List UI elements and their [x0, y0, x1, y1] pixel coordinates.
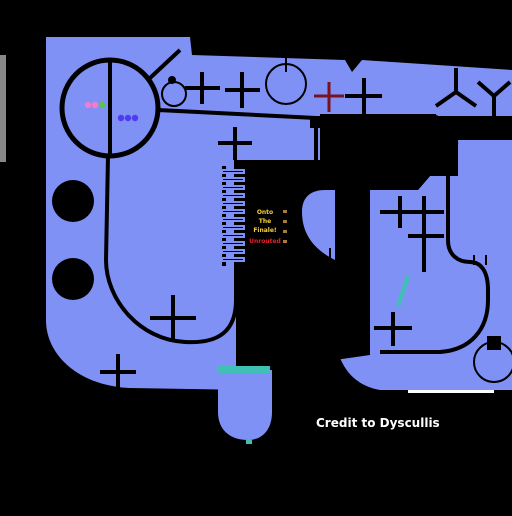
- tooth: [425, 115, 431, 121]
- wall-ramp: [244, 140, 458, 360]
- tooth: [337, 115, 343, 121]
- tooth: [433, 115, 439, 121]
- red-cross: [314, 82, 344, 112]
- tooth: [385, 115, 391, 121]
- floor-bowl: [218, 368, 272, 440]
- wall-top-bar: [157, 108, 317, 120]
- ladder-rung: [221, 209, 245, 214]
- hole-left-1: [52, 180, 94, 222]
- tooth: [401, 115, 407, 121]
- ladder-rung: [221, 257, 245, 262]
- track-curve: [103, 155, 238, 345]
- marble: [124, 114, 132, 122]
- side-bar: [0, 55, 6, 162]
- right-pegs: [329, 248, 487, 265]
- small-dot: [168, 76, 176, 84]
- spawn-ring: [59, 57, 161, 159]
- wall-top-slit: [310, 116, 512, 128]
- tooth: [409, 115, 415, 121]
- tooth: [377, 115, 383, 121]
- hole-left-2: [52, 258, 94, 300]
- marble: [98, 101, 106, 109]
- spinner-1: [434, 68, 478, 108]
- ladder-rung: [221, 169, 245, 174]
- tooth: [417, 115, 423, 121]
- marbles: [84, 101, 139, 122]
- finish-line: [408, 390, 494, 393]
- wall-diagonal: [148, 48, 182, 80]
- title-line-2: The: [258, 218, 272, 225]
- teal-spout: [246, 440, 252, 444]
- marble: [131, 114, 139, 122]
- level-title: Onto The Finale! Unrouted: [245, 208, 285, 246]
- ladder: [222, 166, 244, 266]
- marble: [91, 101, 99, 109]
- credit-text: Credit to Dyscullis: [316, 416, 440, 430]
- teeth-row: [320, 114, 439, 121]
- tooth: [353, 115, 359, 121]
- wall-ramp-edge: [243, 140, 459, 194]
- tooth: [329, 115, 335, 121]
- tooth: [345, 115, 351, 121]
- tooth: [361, 115, 367, 121]
- status-label: Unrouted: [249, 238, 281, 245]
- teal-bar: [396, 275, 410, 307]
- ladder-rung: [221, 225, 245, 230]
- title-line-1: Onto: [256, 209, 274, 216]
- spinner-2: [476, 80, 512, 120]
- marble: [84, 101, 92, 109]
- ladder-rung: [221, 249, 245, 254]
- right-inner-curve: [380, 176, 490, 354]
- marble: [117, 114, 125, 122]
- ladder-rung: [221, 217, 245, 222]
- title-line-3: Finale!: [253, 227, 277, 234]
- crosses: [100, 72, 444, 390]
- ladder-rung: [221, 177, 245, 182]
- tooth: [393, 115, 399, 121]
- ladder-rung: [221, 185, 245, 190]
- ladder-rung: [221, 201, 245, 206]
- ladder-rung: [221, 193, 245, 198]
- ladder-rungs: [221, 169, 245, 262]
- ladder-rung: [221, 233, 245, 238]
- chute-dots: [283, 210, 287, 243]
- tooth: [321, 115, 327, 121]
- ladder-rung: [221, 241, 245, 246]
- teal-platform: [218, 366, 270, 373]
- tooth: [369, 115, 375, 121]
- block-bottom-right: [487, 336, 501, 350]
